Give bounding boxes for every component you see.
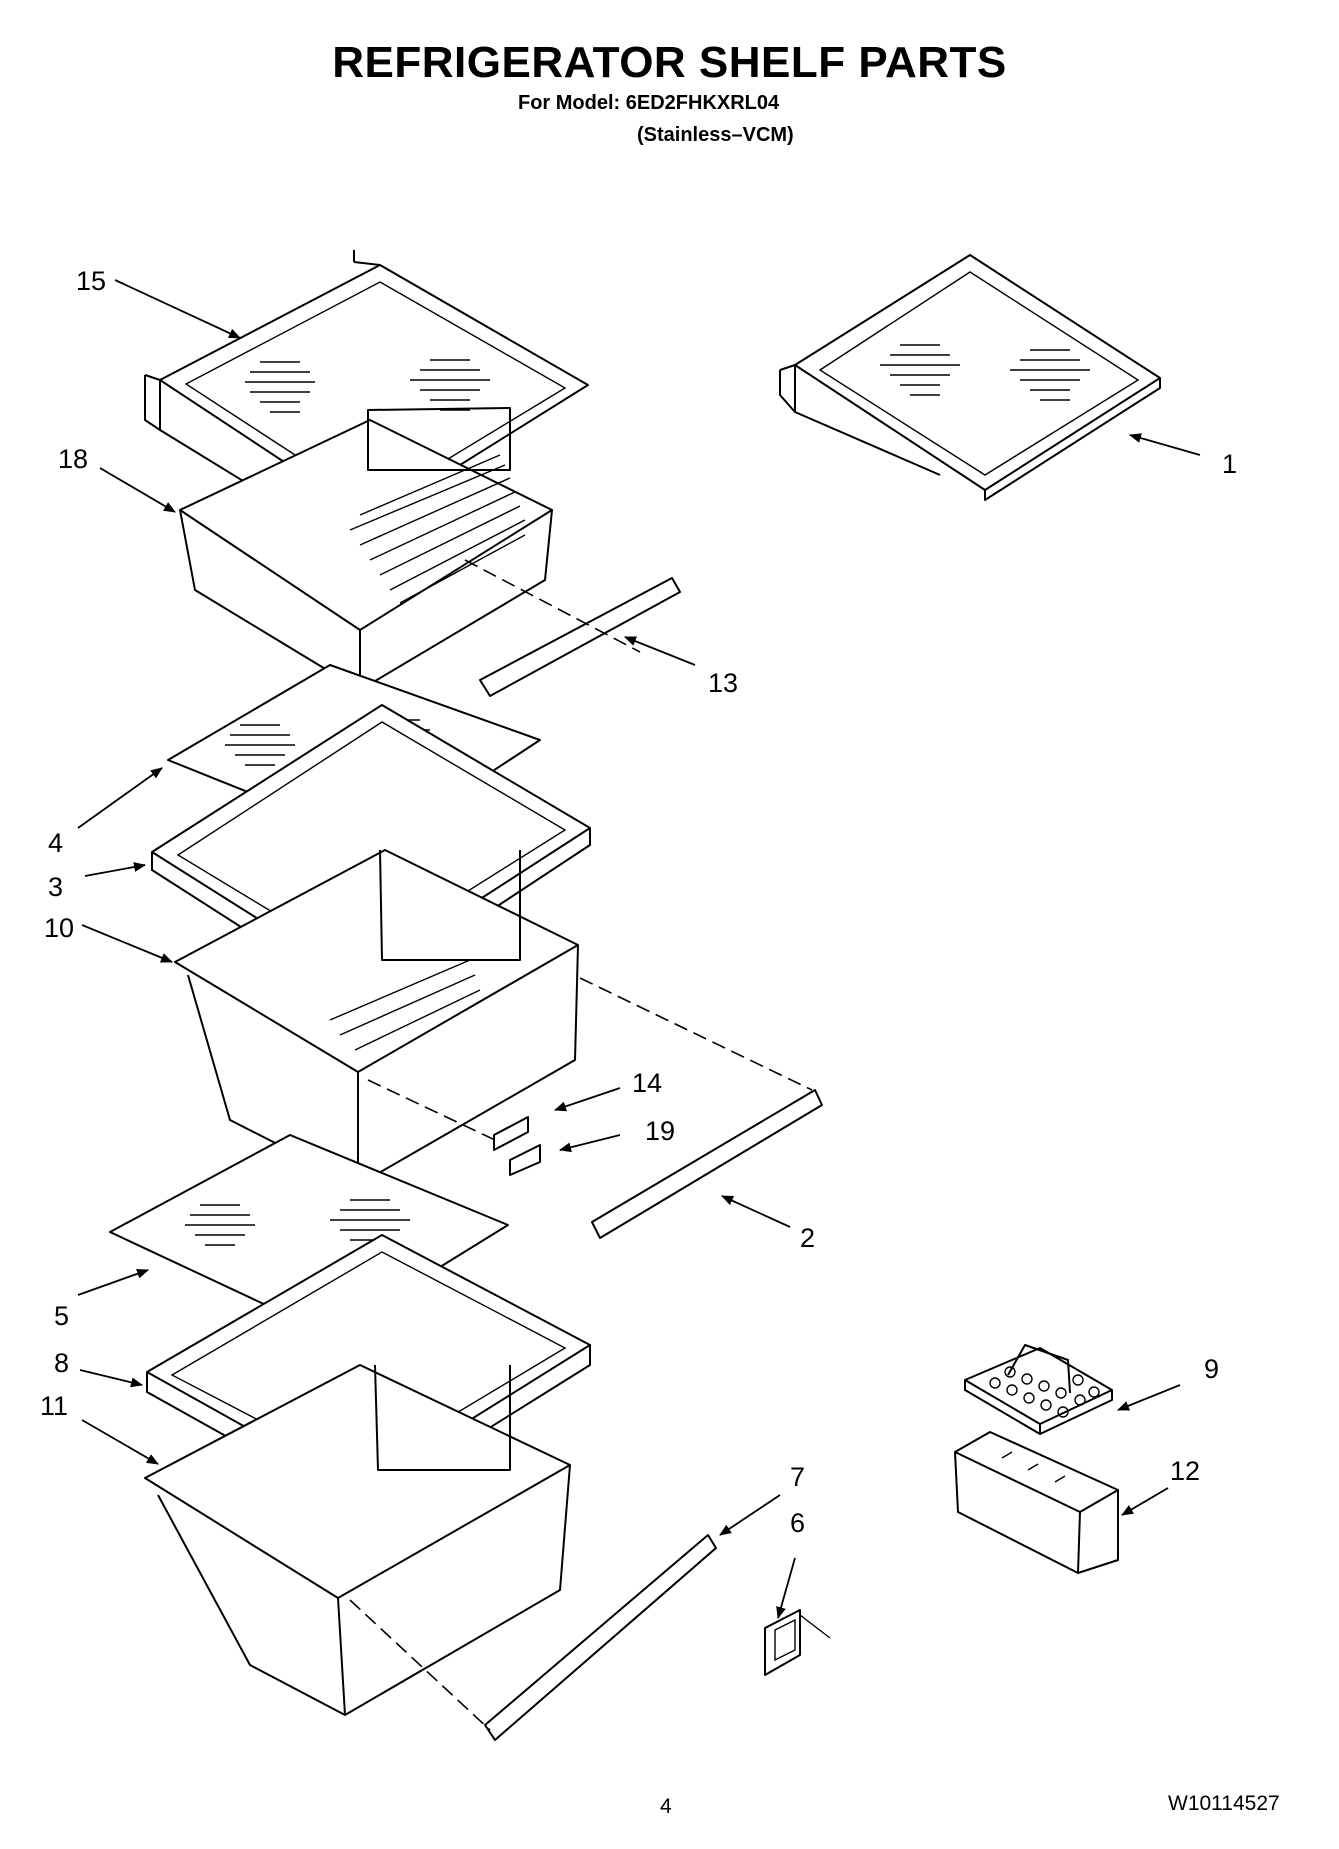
callout-1: 1 — [1222, 449, 1237, 479]
part-9-egg-tray — [964, 1344, 1113, 1435]
page-title: REFRIGERATOR SHELF PARTS — [332, 38, 1007, 87]
part-1-glass-shelf — [779, 254, 1161, 501]
part-11-crisper-pan — [144, 1364, 571, 1716]
part-18-crisper-drawer — [179, 407, 553, 691]
part-2-trim-rail — [579, 977, 823, 1239]
callout-9: 9 — [1204, 1354, 1219, 1384]
callout-10: 10 — [44, 913, 74, 943]
model-line: For Model: 6ED2FHKXRL04 — [518, 92, 780, 114]
part-14-19-clips — [367, 1079, 541, 1176]
part-6-clip — [764, 1609, 831, 1676]
callout-4: 4 — [48, 828, 63, 858]
callout-11: 11 — [40, 1391, 68, 1421]
document-number: W10114527 — [1168, 1792, 1280, 1815]
callout-12: 12 — [1170, 1456, 1200, 1486]
callout-3: 3 — [48, 872, 63, 902]
part-13-trim-rail — [464, 559, 681, 697]
callout-14: 14 — [632, 1068, 662, 1098]
part-12-egg-bin — [954, 1431, 1119, 1574]
callout-6: 6 — [790, 1508, 805, 1538]
part-10-crisper-pan — [174, 849, 579, 1186]
callout-7: 7 — [790, 1462, 805, 1492]
part-7-trim-rail — [349, 1534, 717, 1741]
callout-leader-lines — [77, 279, 1201, 1619]
callout-8: 8 — [54, 1348, 69, 1378]
callout-5: 5 — [54, 1301, 69, 1331]
callout-19: 19 — [645, 1116, 675, 1146]
callout-18: 18 — [58, 444, 88, 474]
callout-13: 13 — [708, 668, 738, 698]
variant-line: (Stainless–VCM) — [637, 124, 794, 146]
callout-15: 15 — [76, 266, 106, 296]
callout-2: 2 — [800, 1223, 815, 1253]
page-number: 4 — [660, 1795, 672, 1818]
